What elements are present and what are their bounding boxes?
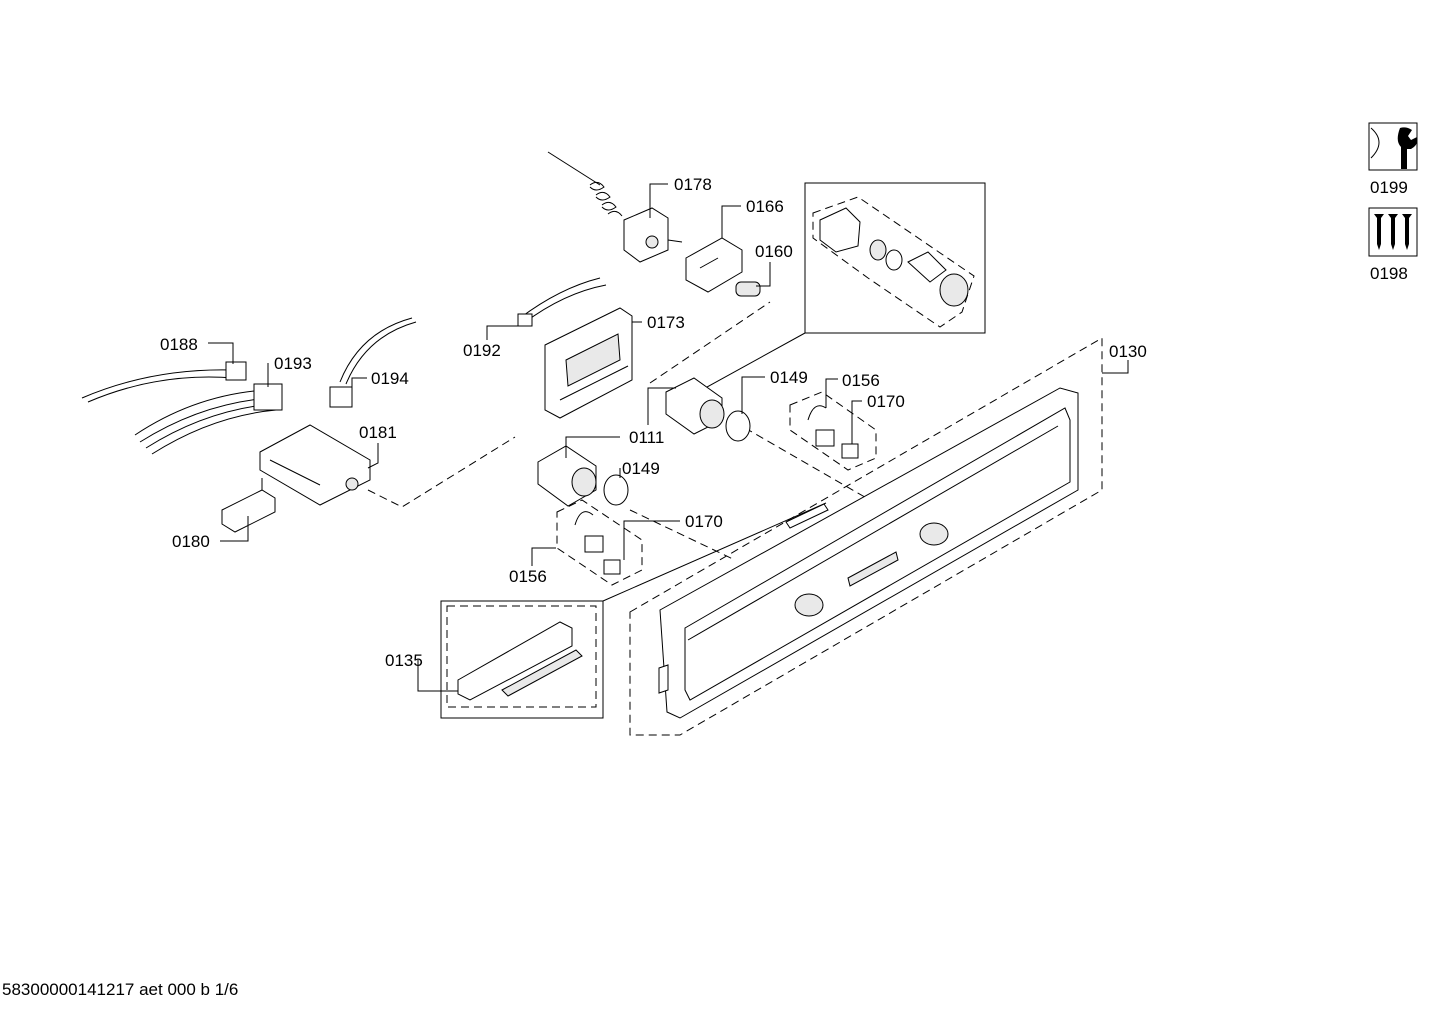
label-0193: 0193 xyxy=(274,354,312,373)
cable-connector-0192 xyxy=(517,277,607,327)
button-strip-detail-dashed-outline xyxy=(446,605,597,708)
leader-0130 xyxy=(1102,360,1129,374)
ring-0149-upper xyxy=(725,410,751,442)
lamp-holder-0156-left xyxy=(574,511,604,553)
button-strip-detail-box xyxy=(440,600,604,719)
terminal-block-0181 xyxy=(259,424,371,506)
label-0194: 0194 xyxy=(371,369,409,388)
leader-0170-left xyxy=(623,520,680,560)
leader-0135 xyxy=(417,660,458,692)
label-0199: 0199 xyxy=(1370,178,1408,197)
wrench-icon xyxy=(1368,122,1418,171)
socket-0170-right xyxy=(841,443,859,459)
label-0156-right: 0156 xyxy=(842,371,880,390)
label-0178: 0178 xyxy=(674,175,712,194)
small-parts-group-outline-left xyxy=(556,499,643,586)
guide-line-d xyxy=(629,509,736,561)
label-0173: 0173 xyxy=(647,313,685,332)
leader-0178 xyxy=(649,183,668,218)
bracket-part xyxy=(685,210,743,293)
label-0111: 0111 xyxy=(629,428,664,447)
connector-strip-part xyxy=(785,503,829,529)
leader-0188 xyxy=(208,342,234,364)
electronic-module-part xyxy=(544,307,633,419)
holder-0180 xyxy=(221,478,276,533)
label-0198: 0198 xyxy=(1370,264,1408,283)
document-footer-code: 58300000141217 aet 000 b 1/6 xyxy=(2,980,239,999)
leader-0180 xyxy=(220,516,249,542)
knob-detail-box xyxy=(804,182,986,334)
leader-0111-lower xyxy=(565,436,620,458)
thermostat-part xyxy=(547,151,683,263)
leader-0156-left xyxy=(531,547,556,566)
button-strip-parts xyxy=(457,621,583,701)
knob-detail-dashed-outline xyxy=(812,196,975,328)
label-0156-left: 0156 xyxy=(509,567,547,586)
label-0160: 0160 xyxy=(755,242,793,261)
knob-detail-parts xyxy=(819,207,969,307)
lamp-holder-0156-right xyxy=(807,405,835,447)
leader-0170-right xyxy=(851,400,862,444)
leader-0149-upper xyxy=(741,376,765,414)
label-0181: 0181 xyxy=(359,423,397,442)
leader-0156-right xyxy=(825,378,838,408)
control-panel-group-outline xyxy=(629,337,1103,736)
label-0180: 0180 xyxy=(172,532,210,551)
cable-0194 xyxy=(329,317,417,408)
label-0149-upper: 0149 xyxy=(770,368,808,387)
label-0170-left: 0170 xyxy=(685,512,723,531)
label-0188: 0188 xyxy=(160,335,198,354)
guide-line-b xyxy=(649,301,771,384)
leader-0111-upper xyxy=(647,387,676,425)
cable-0188 xyxy=(81,361,247,403)
guide-line-c xyxy=(744,427,871,501)
leader-0181 xyxy=(367,443,379,469)
label-0130: 0130 xyxy=(1109,342,1147,361)
label-0192: 0192 xyxy=(463,341,501,360)
lamp-part xyxy=(735,281,761,297)
switch-0111-upper xyxy=(665,377,725,435)
leader-0166 xyxy=(721,205,741,222)
socket-0170-left xyxy=(603,559,621,575)
label-0170-right: 0170 xyxy=(867,392,905,411)
control-panel-part xyxy=(658,387,1079,719)
leader-0194 xyxy=(351,377,367,397)
cable-set-0193 xyxy=(134,383,283,455)
switch-0111-lower xyxy=(537,445,597,507)
leader-0192 xyxy=(486,325,520,340)
screws-icon xyxy=(1368,207,1418,257)
label-0166: 0166 xyxy=(746,197,784,216)
label-0149-lower: 0149 xyxy=(622,459,660,478)
leader-0160 xyxy=(756,262,771,287)
button-strip-leader xyxy=(602,502,827,602)
guide-line-a xyxy=(367,436,516,508)
ring-0149-lower xyxy=(603,474,629,506)
label-0135: 0135 xyxy=(385,651,423,670)
